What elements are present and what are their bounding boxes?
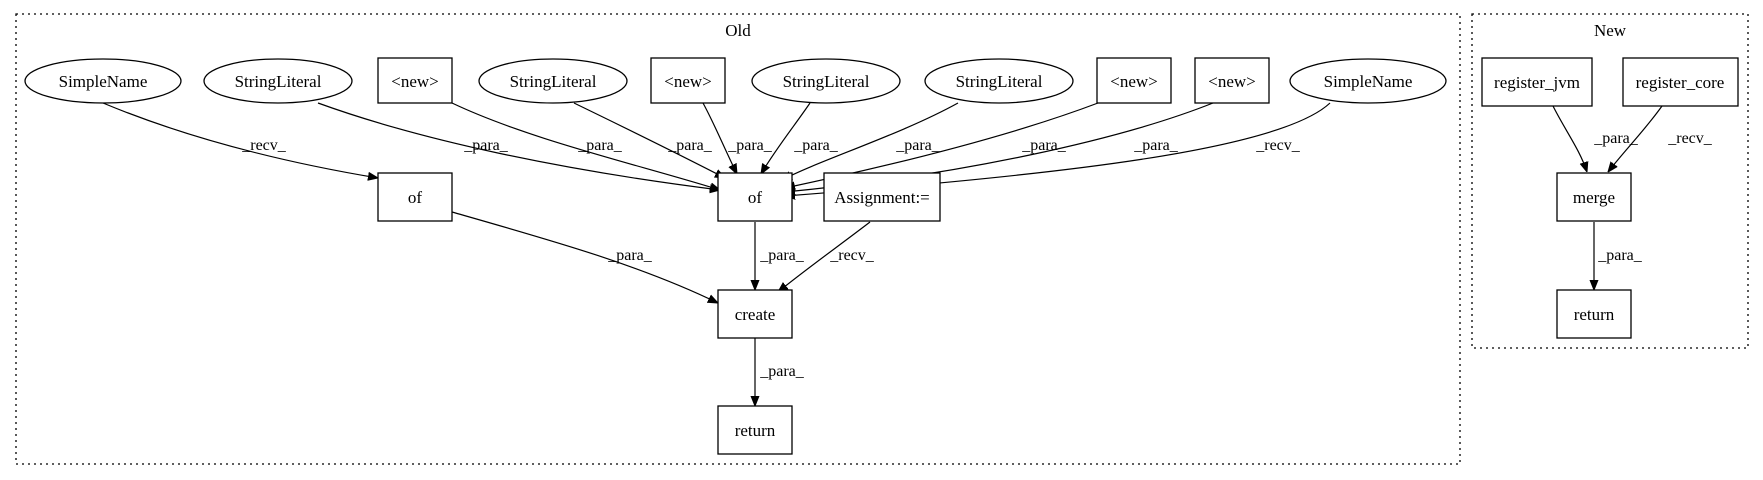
node-label: Assignment:=: [834, 188, 930, 207]
node-stringliteral-3: StringLiteral: [751, 58, 901, 104]
node-label: of: [748, 188, 763, 207]
edge-label: _para_: [895, 137, 941, 154]
edge-of-left-create: _para_: [451, 211, 718, 303]
node-label: StringLiteral: [235, 72, 322, 91]
node-label: merge: [1573, 188, 1615, 207]
edge-new2-of-main: _para_: [702, 102, 773, 174]
node-label: register_core: [1636, 73, 1725, 92]
node-new-4: <new>: [1194, 57, 1270, 104]
node-register-jvm: register_jvm: [1481, 57, 1593, 107]
node-create: create: [717, 289, 793, 339]
edge-label: _para_: [793, 137, 839, 154]
edge-label: _recv_: [241, 137, 287, 154]
edge-label: _para_: [577, 137, 623, 154]
edge-assignment-create: _recv_: [778, 221, 875, 292]
edge-create-return-old: _para_: [755, 338, 805, 406]
edges: _recv_ _para_ _para_ _para_ _para_ _para…: [102, 102, 1713, 406]
edge-stringliteral4-of-main: _para_: [782, 102, 959, 180]
node-new-2: <new>: [650, 57, 726, 104]
edge-simplename1-of-left: _recv_: [102, 102, 378, 178]
edge-label: _para_: [759, 363, 805, 380]
edge-register-core-merge: _recv_: [1608, 105, 1713, 172]
edge-stringliteral2-of-main: _para_: [573, 102, 725, 178]
edge-label: _recv_: [1255, 137, 1301, 154]
edge-of-main-create: _para_: [755, 222, 805, 290]
node-new-3: <new>: [1096, 57, 1172, 104]
node-label: SimpleName: [1324, 72, 1413, 91]
node-label: <new>: [664, 72, 712, 91]
node-of-left: of: [377, 172, 453, 222]
edge-new1-of-main: _para_: [451, 102, 720, 190]
node-label: StringLiteral: [783, 72, 870, 91]
node-label: return: [1574, 305, 1615, 324]
node-label: SimpleName: [59, 72, 148, 91]
node-simplename-2: SimpleName: [1289, 58, 1447, 104]
edge-label: _para_: [759, 247, 805, 264]
node-label: StringLiteral: [510, 72, 597, 91]
edge-stringliteral3-of-main: _para_: [761, 102, 839, 174]
node-label: <new>: [391, 72, 439, 91]
node-label: StringLiteral: [956, 72, 1043, 91]
node-label: <new>: [1208, 72, 1256, 91]
edge-label: _para_: [1593, 130, 1639, 147]
node-label: <new>: [1110, 72, 1158, 91]
edge-register-jvm-merge: _para_: [1552, 105, 1639, 172]
edge-merge-return-new: _para_: [1594, 222, 1643, 290]
edge-stringliteral1-of-main: _para_: [317, 102, 720, 190]
edge-label: _para_: [667, 137, 713, 154]
node-simplename-1: SimpleName: [24, 58, 182, 104]
edge-label: _recv_: [1667, 130, 1713, 147]
cluster-old: Old: [15, 13, 1461, 465]
node-new-1: <new>: [377, 57, 453, 104]
node-return-old: return: [717, 405, 793, 455]
node-return-new: return: [1556, 289, 1632, 339]
cluster-new-label: New: [1594, 21, 1627, 40]
edge-label: _para_: [607, 247, 653, 264]
node-label: of: [408, 188, 423, 207]
node-of-main: of: [717, 172, 793, 222]
edge-label: _para_: [1133, 137, 1179, 154]
node-stringliteral-2: StringLiteral: [478, 58, 628, 104]
node-label: create: [735, 305, 776, 324]
node-label: register_jvm: [1494, 73, 1580, 92]
node-assignment: Assignment:=: [823, 172, 941, 222]
edge-label: _para_: [727, 137, 773, 154]
node-merge: merge: [1556, 172, 1632, 222]
cluster-new: New: [1471, 13, 1749, 349]
node-register-core: register_core: [1622, 57, 1739, 107]
edge-label: _recv_: [829, 247, 875, 264]
node-stringliteral-4: StringLiteral: [924, 58, 1074, 104]
cluster-old-label: Old: [725, 21, 751, 40]
edge-label: _para_: [463, 137, 509, 154]
node-stringliteral-1: StringLiteral: [203, 58, 353, 104]
node-label: return: [735, 421, 776, 440]
edge-label: _para_: [1597, 247, 1643, 264]
